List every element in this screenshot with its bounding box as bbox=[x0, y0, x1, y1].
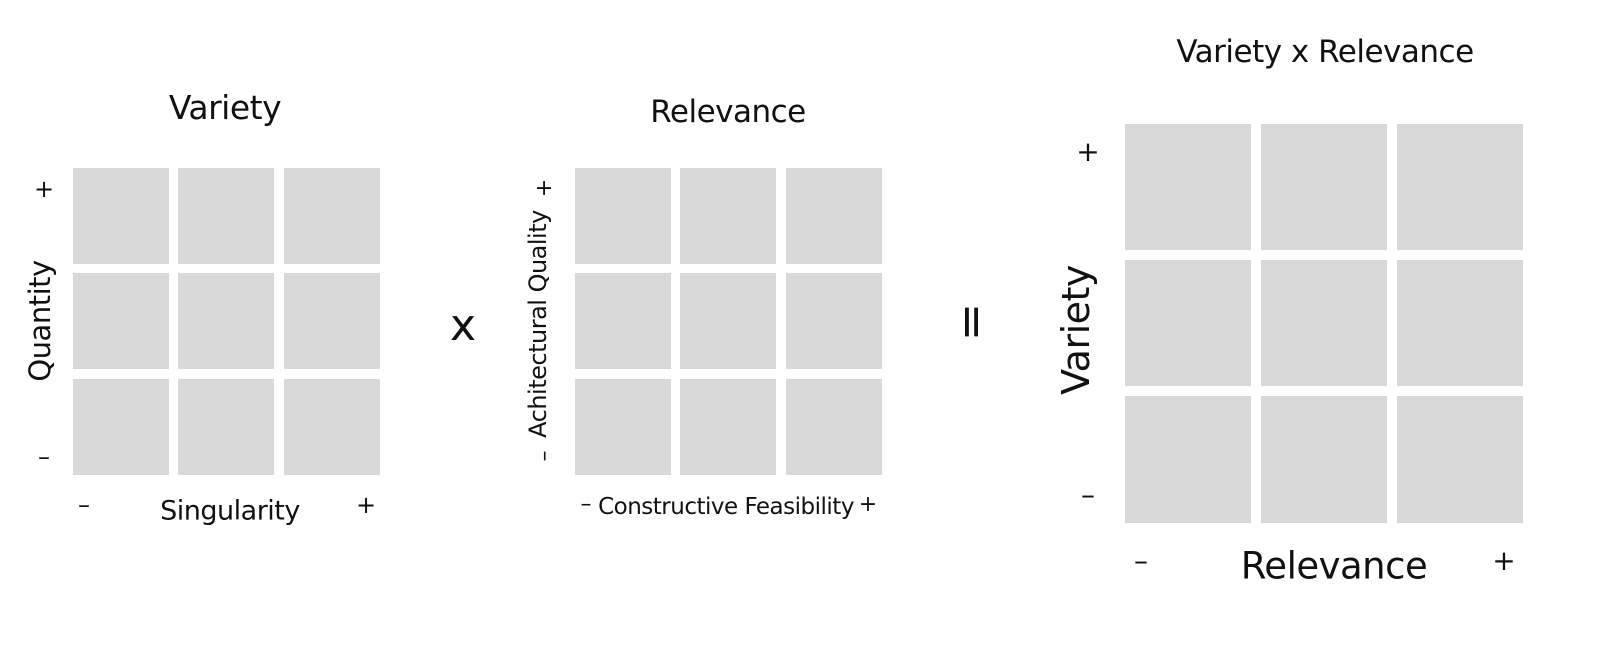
x-minus-sign: – bbox=[1134, 544, 1148, 577]
grid-cell bbox=[73, 273, 169, 369]
x-minus-sign: – bbox=[78, 491, 90, 519]
grid-cell bbox=[1125, 124, 1251, 250]
x-plus-sign: + bbox=[1492, 544, 1516, 577]
grid-cell bbox=[680, 379, 776, 475]
y-plus-sign: + bbox=[532, 178, 557, 198]
grid-cell bbox=[1397, 260, 1523, 386]
grid-cell bbox=[73, 379, 169, 475]
grid-cell bbox=[1261, 396, 1387, 523]
y-plus-sign: + bbox=[1076, 135, 1100, 168]
y-minus-sign: – bbox=[38, 443, 50, 471]
multiply-operator: x bbox=[449, 300, 477, 351]
diagram-title: Variety x Relevance bbox=[1176, 34, 1474, 70]
grid-cell bbox=[284, 273, 380, 369]
y-axis-label: Achitectural Quality bbox=[524, 210, 552, 438]
x-axis-label: Relevance bbox=[1240, 544, 1428, 588]
diagram-title: Relevance bbox=[650, 94, 806, 130]
grid-cell bbox=[575, 168, 671, 264]
y-axis-label: Quantity bbox=[23, 260, 57, 382]
x-minus-sign: – bbox=[580, 492, 592, 517]
y-axis-label: Variety bbox=[1054, 265, 1098, 395]
grid-cell bbox=[786, 379, 882, 475]
equals-operator: = bbox=[946, 302, 1000, 342]
grid-cell bbox=[284, 379, 380, 475]
grid-cell bbox=[680, 273, 776, 369]
grid-cell bbox=[1397, 396, 1523, 523]
grid-cell bbox=[786, 273, 882, 369]
x-axis-label: Constructive Feasibility bbox=[598, 494, 854, 520]
grid-cell bbox=[786, 168, 882, 264]
grid-cell bbox=[1261, 124, 1387, 250]
grid-cell bbox=[575, 379, 671, 475]
y-minus-sign: – bbox=[532, 450, 557, 462]
diagram-title: Variety bbox=[168, 88, 282, 127]
grid-cell bbox=[575, 273, 671, 369]
grid-cell bbox=[284, 168, 380, 264]
x-plus-sign: + bbox=[355, 491, 377, 519]
grid-cell bbox=[680, 168, 776, 264]
grid-cell bbox=[73, 168, 169, 264]
grid-cell bbox=[178, 168, 274, 264]
matrix-grid bbox=[73, 168, 380, 475]
matrix-grid bbox=[1125, 124, 1523, 523]
x-plus-sign: + bbox=[858, 492, 878, 517]
grid-cell bbox=[1397, 124, 1523, 250]
y-minus-sign: – bbox=[1081, 478, 1095, 511]
grid-cell bbox=[178, 273, 274, 369]
grid-cell bbox=[1125, 396, 1251, 523]
matrix-grid bbox=[575, 168, 882, 475]
grid-cell bbox=[178, 379, 274, 475]
grid-cell bbox=[1261, 260, 1387, 386]
grid-cell bbox=[1125, 260, 1251, 386]
x-axis-label: Singularity bbox=[160, 495, 300, 527]
y-plus-sign: + bbox=[33, 175, 55, 203]
